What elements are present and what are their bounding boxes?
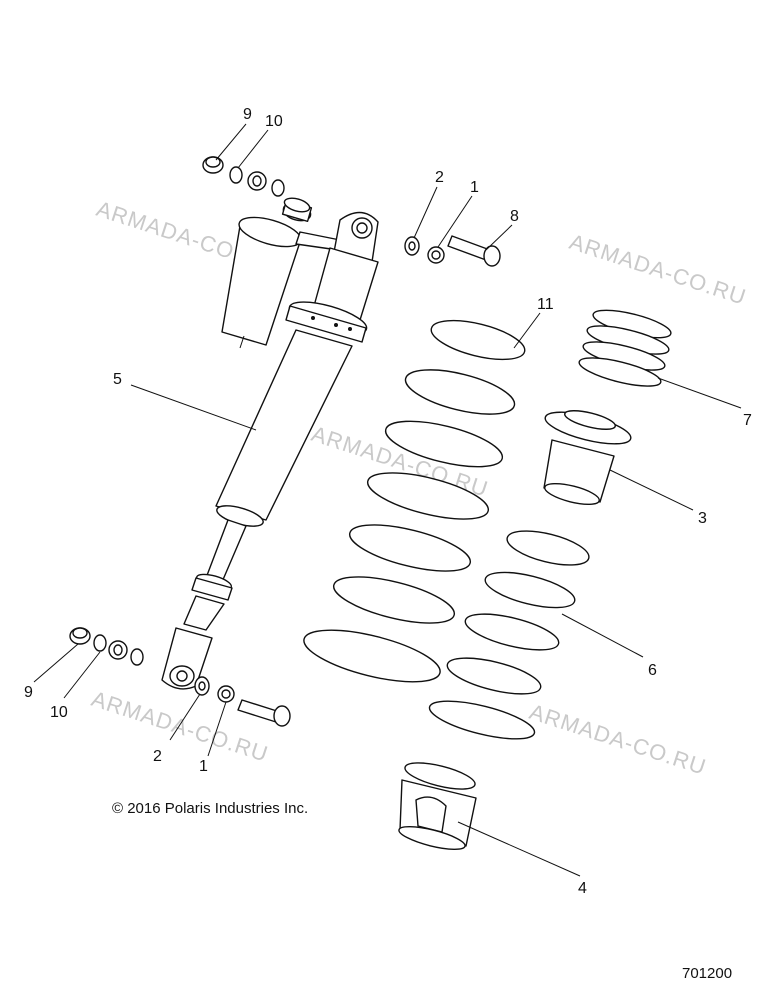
- spring-adapter: [543, 410, 632, 506]
- shock-absorber: [161, 197, 379, 690]
- leader-lines: [33, 123, 742, 877]
- callouts: 9 10 2 1 8 11 5 7 3 6 9 10 2 1 4: [24, 106, 752, 897]
- callout-9-top: 9: [243, 106, 252, 123]
- drawing-number: 701200: [682, 965, 732, 982]
- callout-2-top: 2: [435, 169, 444, 186]
- spring-retainer: [398, 762, 477, 851]
- callout-1-bottom: 1: [199, 758, 208, 775]
- bottom-hardware: [69, 627, 291, 727]
- callout-7: 7: [743, 412, 752, 429]
- callout-9-bottom: 9: [24, 684, 33, 701]
- callout-8: 8: [510, 208, 519, 225]
- copyright-notice: © 2016 Polaris Industries Inc.: [112, 800, 308, 817]
- callout-11: 11: [537, 296, 554, 313]
- callout-10-top: 10: [265, 113, 283, 130]
- callout-6: 6: [648, 662, 657, 679]
- watermark-bottom-right: ARMADA-CO.RU: [526, 699, 709, 780]
- watermark-bottom-left: ARMADA-CO.RU: [88, 686, 271, 767]
- callout-1-top: 1: [470, 179, 479, 196]
- secondary-spring: [428, 530, 590, 740]
- callout-10-bottom: 10: [50, 704, 68, 721]
- main-spring: [303, 319, 526, 683]
- callout-5: 5: [113, 371, 122, 388]
- upper-bolt-hardware: [404, 235, 501, 267]
- watermark-top-right: ARMADA-CO.RU: [566, 229, 749, 310]
- callout-3: 3: [698, 510, 707, 527]
- crossover-spring: [578, 309, 672, 387]
- callout-2-bottom: 2: [153, 748, 162, 765]
- callout-4: 4: [578, 880, 587, 897]
- top-hardware: [202, 156, 285, 197]
